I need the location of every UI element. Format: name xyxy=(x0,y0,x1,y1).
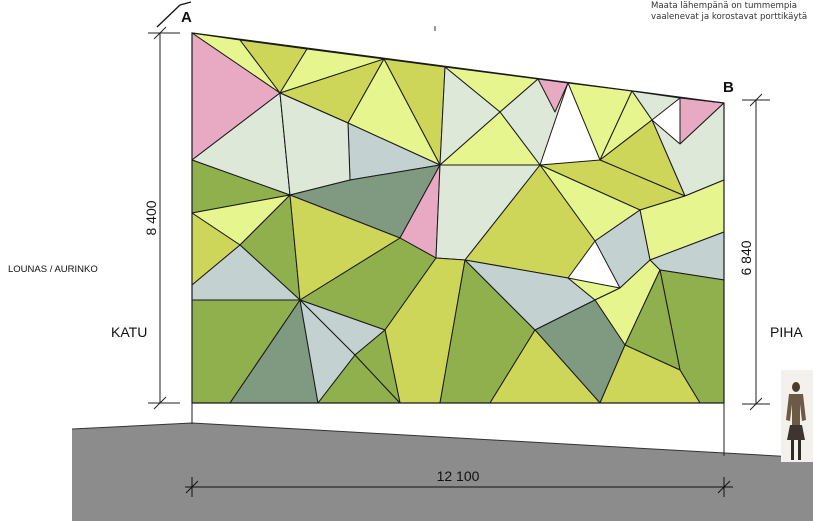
design-note-line-2: vaalenevat ja korostavat porttikäytä xyxy=(651,11,808,22)
right-height-label: 6 840 xyxy=(738,240,754,275)
left-height-dimension xyxy=(148,26,180,410)
width-dimension xyxy=(185,477,733,497)
design-note-line-1: Maata lähempänä on tummempia xyxy=(651,1,798,11)
width-label: 12 100 xyxy=(437,468,480,484)
right-height-dimension xyxy=(742,93,770,411)
corner-a-label: A xyxy=(181,9,192,26)
yard-label: PIHA xyxy=(770,324,803,340)
ground-section xyxy=(72,423,813,521)
left-height-label: 8 400 xyxy=(143,200,159,235)
design-note: Maata lähempänä on tummempia vaalenevat … xyxy=(651,1,807,22)
south-sun-label: LOUNAS / AURINKO xyxy=(8,264,98,275)
corner-a-marker xyxy=(156,1,192,28)
triangle-mosaic-wall xyxy=(191,32,725,404)
corner-b-label: B xyxy=(723,79,734,96)
person-scale-figure xyxy=(781,370,813,462)
street-label: KATU xyxy=(111,324,147,340)
mosaic-tile xyxy=(354,329,401,404)
